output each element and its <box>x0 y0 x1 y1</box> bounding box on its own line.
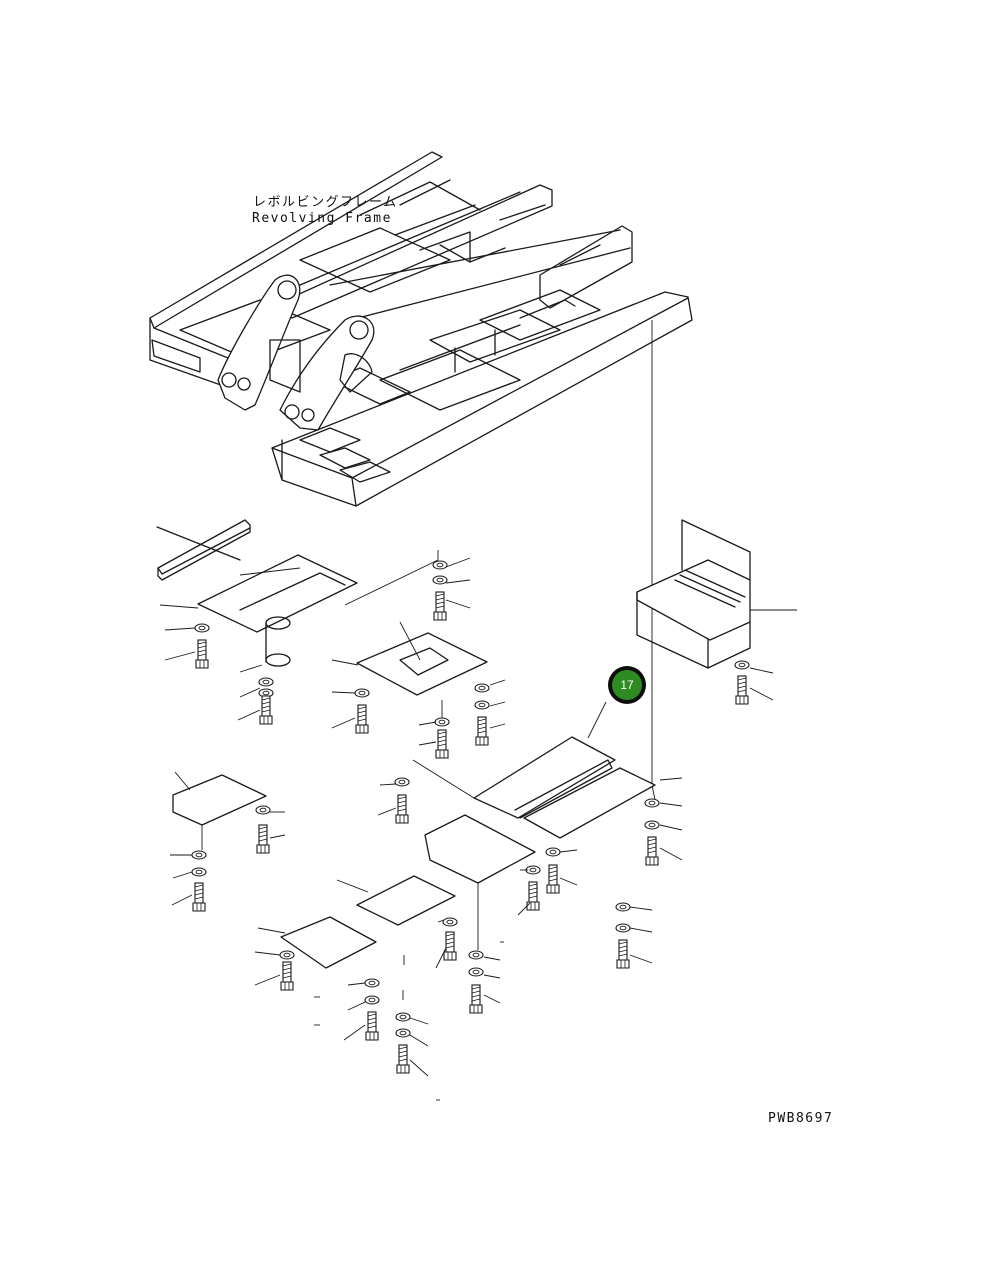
side-box <box>636 519 797 669</box>
top-left-cover-group <box>156 519 439 667</box>
leader-lines <box>164 557 774 1101</box>
frame-label-en: Revolving Frame <box>252 211 392 226</box>
drawing-code: PWB8697 <box>768 1111 833 1126</box>
callout-17[interactable]: 17 <box>608 666 646 704</box>
callout-17-number: 17 <box>620 678 634 692</box>
revolving-frame <box>149 151 693 507</box>
lower-covers <box>172 771 536 969</box>
middle-cover-plate <box>331 621 488 718</box>
fastener-set <box>191 560 750 1074</box>
cover-17 <box>412 701 656 839</box>
frame-label-jp: レボルビングフレーム <box>253 195 398 210</box>
